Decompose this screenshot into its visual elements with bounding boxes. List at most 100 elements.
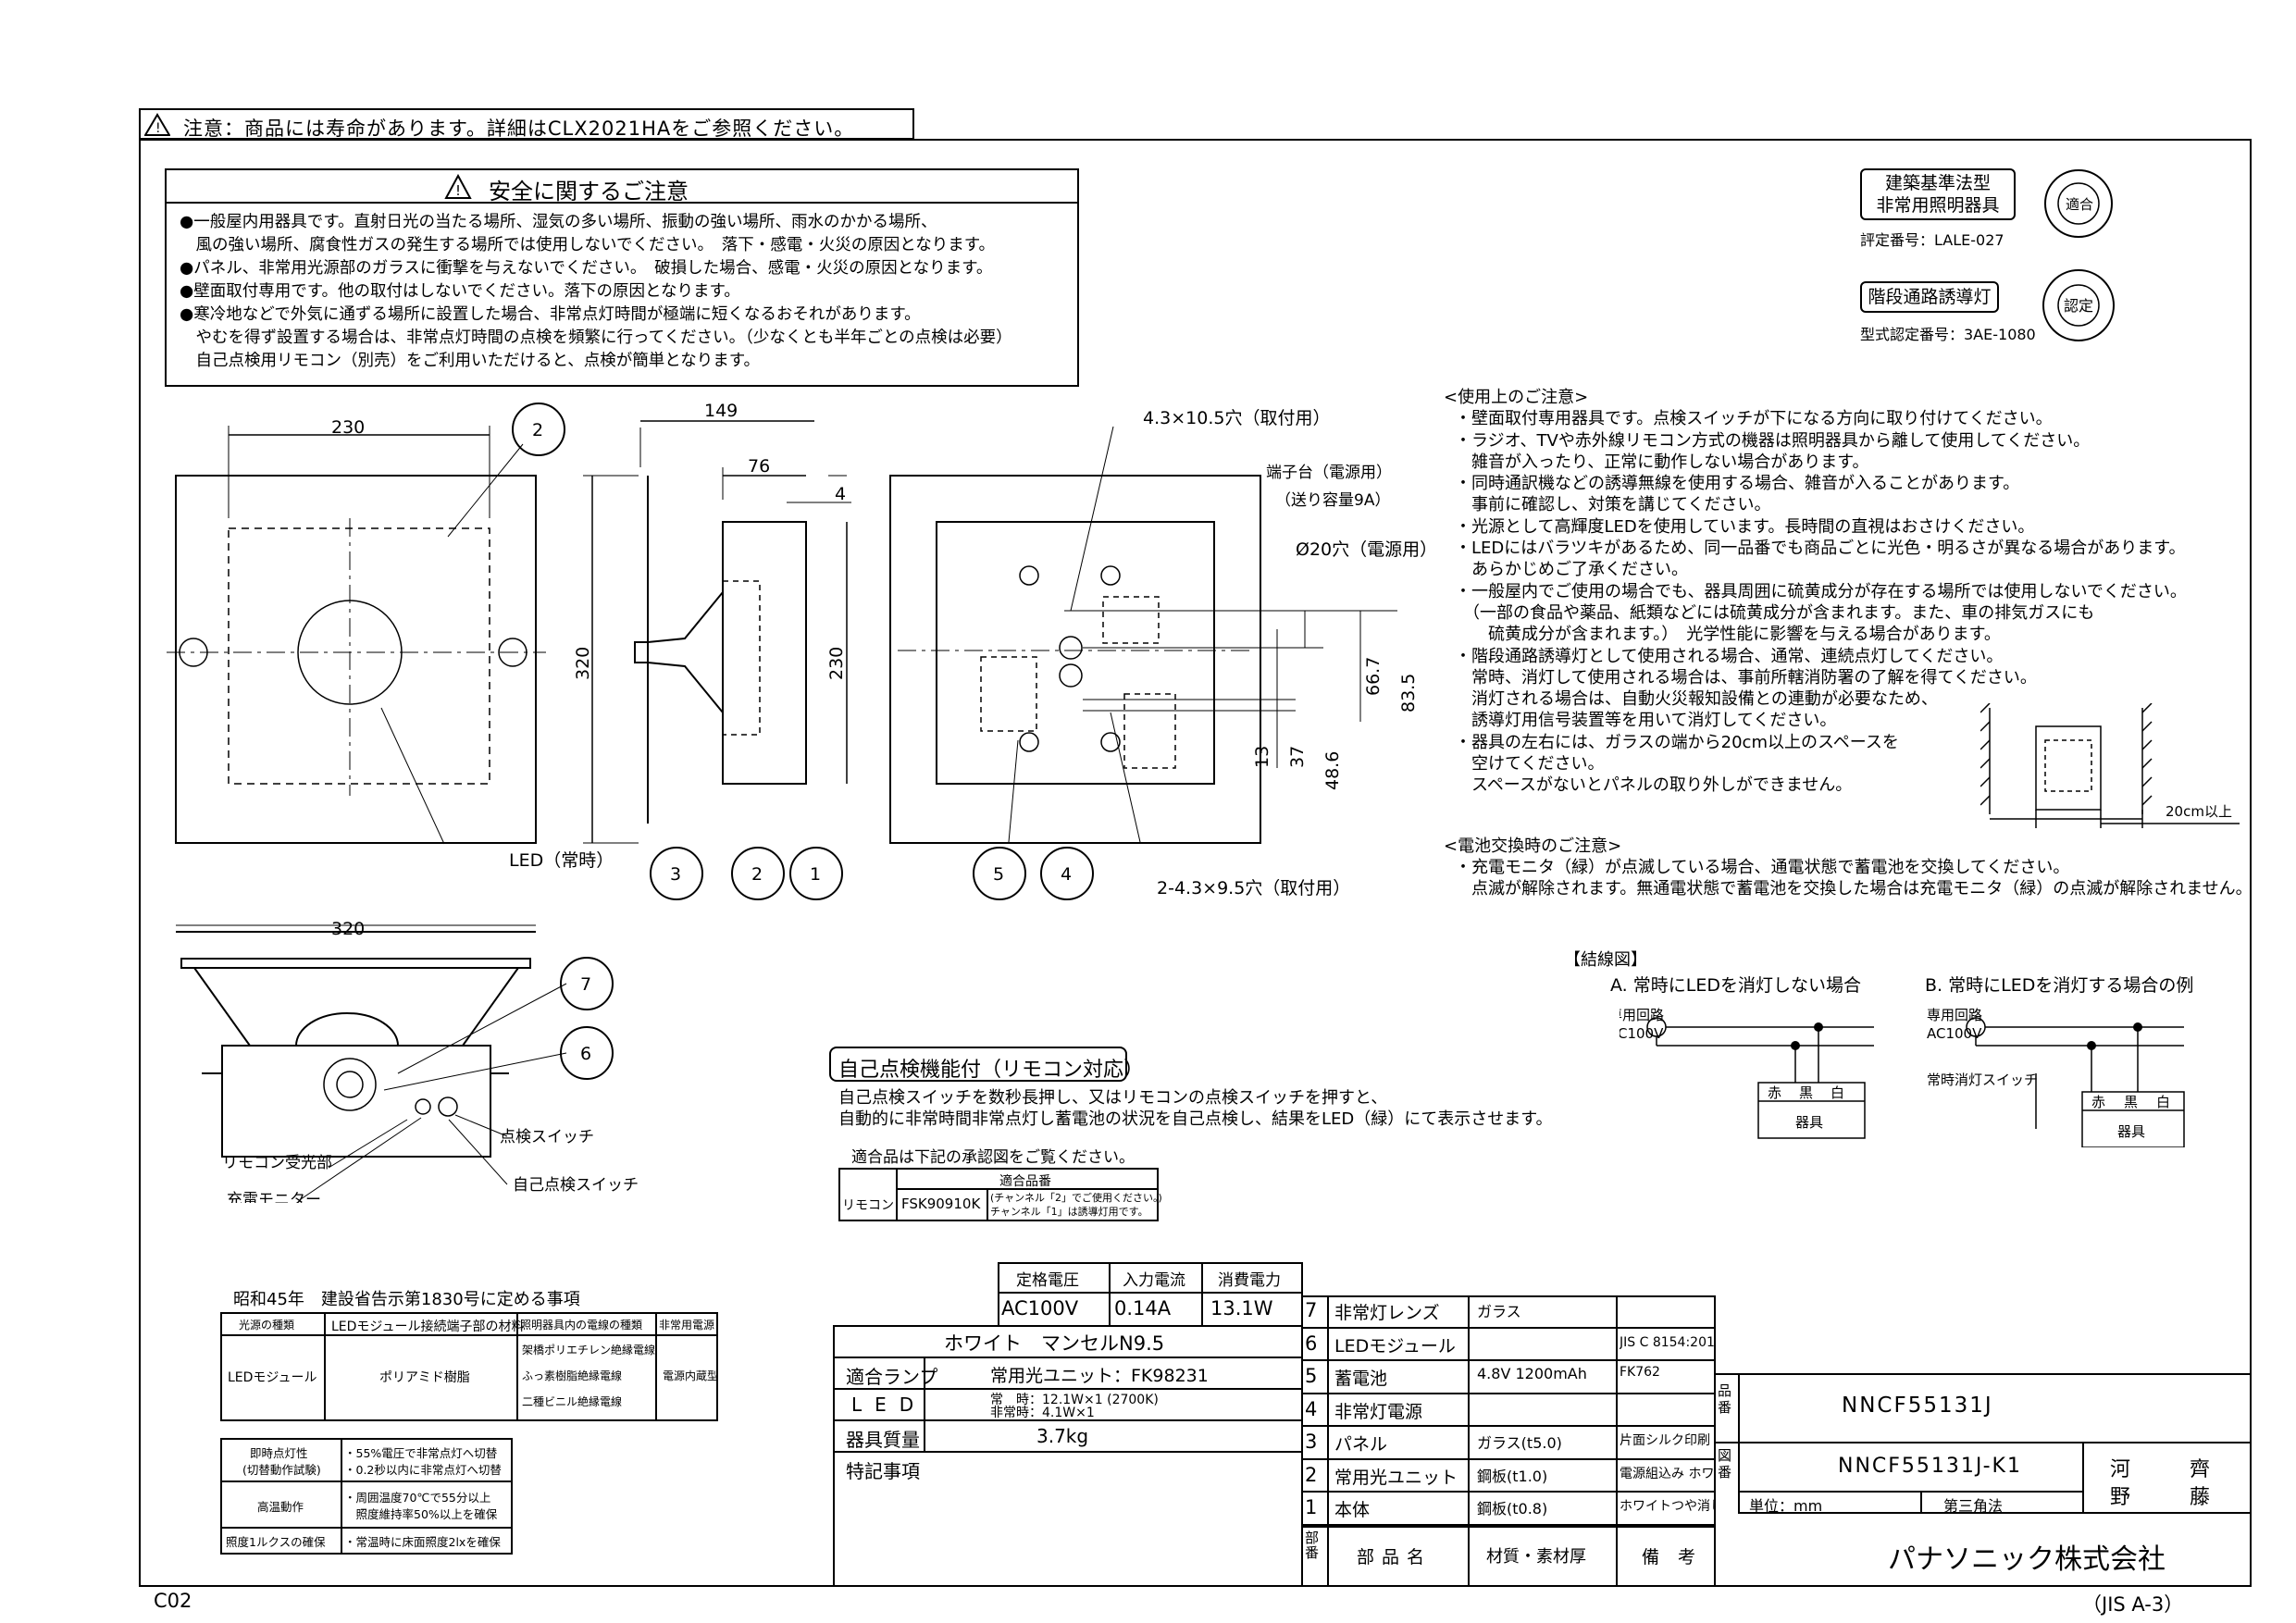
remote-table: 適合品番 リモコン FSK90910K (チャンネル「2」でご使用ください。) … bbox=[838, 1168, 1162, 1221]
self-check-title-box: 自己点検機能付（リモコン対応） bbox=[829, 1047, 1144, 1082]
safety-line: ●一般屋内用器具です。直射日光の当たる場所、湿気の多い場所、振動の強い場所、雨水… bbox=[180, 213, 937, 231]
svg-text:認定: 認定 bbox=[2064, 297, 2093, 315]
svg-text:AC100V: AC100V bbox=[1620, 1025, 1664, 1042]
dim-4: 4 bbox=[835, 484, 846, 504]
dim-76: 76 bbox=[748, 456, 770, 477]
usage-notes: <使用上のご注意> ・壁面取付専用器具です。点検スイッチが下になる方向に取り付け… bbox=[1444, 388, 2187, 796]
parts-no-cell: 3 bbox=[1305, 1431, 1318, 1453]
parts-no-cell: 2 bbox=[1305, 1463, 1318, 1486]
svg-text:!: ! bbox=[155, 121, 161, 136]
parts-mat-cell: 鋼板(t0.8) bbox=[1477, 1500, 1548, 1518]
hole-top-label: 4.3×10.5穴（取付用） bbox=[1143, 408, 1330, 428]
wiring-a-label: A. 常時にLEDを消灯しない場合 bbox=[1610, 975, 1861, 996]
svg-text:適合: 適合 bbox=[2066, 196, 2093, 213]
self-test-switch-label: 自己点検スイッチ bbox=[513, 1176, 639, 1195]
parts-note-cell: JIS C 8154:2015適合 bbox=[1620, 1334, 1716, 1350]
safety-title: 安全に関するご注意 bbox=[489, 179, 689, 204]
parts-name-cell: 非常灯レンズ bbox=[1334, 1303, 1440, 1323]
dim-66-7: 66.7 bbox=[1363, 657, 1384, 696]
safety-line: ●壁面取付専用です。他の取付はしないでください。落下の原因となります。 bbox=[180, 282, 740, 301]
parts-mat-cell: ガラス bbox=[1477, 1303, 1521, 1320]
terminal-cap-label: （送り容量9A） bbox=[1275, 491, 1390, 510]
dim-230: 230 bbox=[331, 417, 365, 438]
dim-320-bottom: 320 bbox=[331, 919, 365, 939]
parts-name-cell: 蓄電池 bbox=[1334, 1369, 1388, 1389]
parts-name-cell: LEDモジュール bbox=[1334, 1335, 1456, 1357]
parts-name-cell: 本体 bbox=[1334, 1500, 1371, 1520]
dim-13: 13 bbox=[1252, 746, 1272, 768]
svg-text:器具: 器具 bbox=[1795, 1114, 1823, 1131]
battery-notes: <電池交換時のご注意> ・充電モニタ（緑）が点滅している場合、通電状態で蓄電池を… bbox=[1444, 836, 2253, 898]
led-label: LED（常時） bbox=[509, 850, 614, 871]
cert-box-1: 建築基準法型非常用照明器具 bbox=[1860, 168, 2016, 220]
cert-number-2: 型式認定番号：3AE-1080 bbox=[1860, 326, 2036, 343]
parts-note-cell: 電源組込み ホワイトつや消し ポリエステル粉体塗装 bbox=[1620, 1466, 1716, 1481]
parts-note-cell: 片面シルク印刷 bbox=[1620, 1433, 1710, 1448]
parts-mat-cell: 4.8V 1200mAh bbox=[1477, 1365, 1587, 1382]
safety-line: 自己点検用リモコン（別売）をご利用いただけると、点検が簡単となります。 bbox=[180, 352, 761, 370]
usage-title: <使用上のご注意> bbox=[1444, 388, 1589, 407]
safety-box: ! 安全に関するご注意 ●一般屋内用器具です。直射日光の当たる場所、湿気の多い場… bbox=[165, 168, 1079, 387]
warning-icon: ! bbox=[444, 174, 472, 199]
law-test-table: 即時点灯性 (切替動作試験) ・55%電圧で非常点灯へ切替 ・0.2秒以内に非常… bbox=[220, 1438, 513, 1555]
certification-seal-icon: 認定 bbox=[2042, 269, 2115, 341]
svg-text:赤: 赤 bbox=[1768, 1084, 1781, 1101]
svg-text:専用回路: 専用回路 bbox=[1620, 1007, 1664, 1023]
svg-text:7: 7 bbox=[580, 974, 591, 995]
parts-mat-cell: ガラス(t5.0) bbox=[1477, 1434, 1562, 1452]
dim-48-6: 48.6 bbox=[1322, 751, 1343, 790]
test-switch-label: 点検スイッチ bbox=[500, 1128, 594, 1146]
svg-text:4: 4 bbox=[1061, 864, 1072, 885]
parts-note-cell: ホワイトつや消し ポリエステル粉体塗装 bbox=[1620, 1499, 1716, 1514]
footer-right: （JIS A-3） bbox=[2082, 1593, 2184, 1616]
svg-text:常時消灯スイッチ: 常時消灯スイッチ bbox=[1927, 1072, 2038, 1088]
parts-name-cell: パネル bbox=[1334, 1434, 1388, 1455]
safety-line: やむを得ず設置する場合は、非常点灯時間の点検を頻繁に行ってください。（少なくとも… bbox=[180, 328, 1012, 347]
law-table: 光源の種類 LEDモジュール接続端子部の材料 照明器具内の電線の種類 非常用電源… bbox=[220, 1312, 718, 1421]
hole-20-label: Ø20穴（電源用） bbox=[1296, 539, 1437, 560]
self-check-note: 適合品は下記の承認図をご覧ください。 bbox=[851, 1148, 1135, 1167]
cert-number-1: 評定番号：LALE-027 bbox=[1860, 231, 2004, 249]
dim-37: 37 bbox=[1287, 746, 1308, 768]
svg-text:白: 白 bbox=[2156, 1094, 2170, 1110]
parts-no-cell: 1 bbox=[1305, 1496, 1318, 1518]
table-row: 1 本体 鋼板(t0.8) ホワイトつや消し ポリエステル粉体塗装 bbox=[1301, 1493, 1716, 1526]
svg-text:6: 6 bbox=[580, 1044, 591, 1064]
svg-text:2: 2 bbox=[751, 864, 763, 885]
svg-text:AC100V: AC100V bbox=[1927, 1025, 1982, 1042]
remote-receiver-label: リモコン受光部 bbox=[222, 1154, 332, 1172]
warning-icon: ! bbox=[144, 113, 170, 136]
technical-drawings: 230 149 76 4 LED（常時） 4.3×10.5穴（取付用） 端子台（… bbox=[167, 401, 1437, 1203]
svg-text:器具: 器具 bbox=[2117, 1123, 2145, 1140]
color-spec: ホワイト マンセルN9.5 bbox=[944, 1332, 1165, 1355]
parts-name-cell: 非常灯電源 bbox=[1334, 1401, 1423, 1422]
svg-text:専用回路: 専用回路 bbox=[1927, 1007, 1982, 1023]
self-check-text: 自己点検スイッチを数秒長押し、又はリモコンの点検スイッチを押すと、自動的に非常時… bbox=[838, 1088, 1553, 1129]
svg-text:黒: 黒 bbox=[1799, 1084, 1813, 1101]
dim-149: 149 bbox=[704, 401, 738, 421]
wiring-b-label: B. 常時にLEDを消灯する場合の例 bbox=[1925, 975, 2194, 996]
dim-230-vertical: 230 bbox=[826, 647, 847, 680]
svg-text:3: 3 bbox=[670, 864, 681, 885]
charge-monitor-label: 充電モニター bbox=[227, 1191, 321, 1203]
drawing-number: NNCF55131J-K1 bbox=[1838, 1455, 2022, 1478]
product-number: NNCF55131J bbox=[1842, 1394, 1993, 1418]
law-title: 昭和45年 建設省告示第1830号に定める事項 bbox=[233, 1290, 580, 1309]
battery-title: <電池交換時のご注意> bbox=[1444, 836, 1622, 856]
parts-mat-cell: 鋼板(t1.0) bbox=[1477, 1467, 1548, 1485]
terminal-label: 端子台（電源用） bbox=[1266, 464, 1392, 482]
footer-left: C02 bbox=[154, 1590, 192, 1612]
dim-320-vertical: 320 bbox=[573, 647, 593, 680]
svg-text:2: 2 bbox=[532, 420, 543, 440]
cert-box-2: 階段通路誘導灯 bbox=[1860, 281, 1999, 313]
parts-no-cell: 7 bbox=[1305, 1299, 1318, 1321]
company-name: パナソニック株式会社 bbox=[1888, 1543, 2166, 1576]
hole-bottom-label: 2-4.3×9.5穴（取付用） bbox=[1157, 878, 1350, 898]
wiring-title: 【結線図】 bbox=[1564, 950, 1647, 970]
table-row: 7 非常灯レンズ ガラス bbox=[1301, 1295, 1716, 1329]
svg-text:1: 1 bbox=[810, 864, 821, 885]
svg-text:!: ! bbox=[455, 182, 461, 199]
